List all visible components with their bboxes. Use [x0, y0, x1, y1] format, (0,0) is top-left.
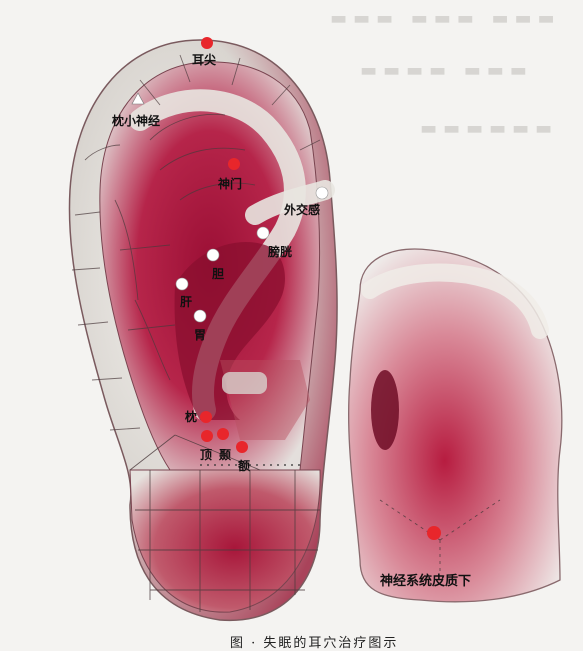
point-stomach	[194, 310, 206, 322]
label-spleen: 胆	[212, 268, 224, 280]
point-lesser-occipital	[132, 93, 144, 104]
label-occiput: 枕	[185, 411, 197, 423]
point-spleen	[207, 249, 219, 261]
label-external-genitalia: 外交感	[284, 204, 320, 216]
point-liver	[176, 278, 188, 290]
label-subcortex: 神经系统皮质下	[380, 575, 471, 588]
point-forehead	[236, 441, 248, 453]
point-shenmen	[228, 158, 240, 170]
point-temple	[217, 428, 229, 440]
point-external-genitalia	[316, 187, 328, 199]
point-bladder	[257, 227, 269, 239]
label-shenmen: 神门	[218, 178, 242, 190]
point-vertex	[201, 430, 213, 442]
label-lesser-occipital: 枕小神经	[112, 115, 160, 127]
label-liver: 肝	[180, 296, 192, 308]
label-vertex: 顶	[200, 449, 212, 461]
point-ear-apex	[201, 37, 213, 49]
label-ear-apex: 耳尖	[192, 54, 216, 66]
label-temple: 颞	[219, 449, 231, 461]
label-forehead: 额	[238, 460, 250, 472]
label-bladder: 膀胱	[268, 246, 292, 258]
label-stomach: 胃	[194, 329, 206, 341]
figure-caption: 图 · 失眠的耳穴治疗图示	[230, 632, 398, 651]
point-occiput	[200, 411, 212, 423]
point-subcortex	[427, 526, 441, 540]
